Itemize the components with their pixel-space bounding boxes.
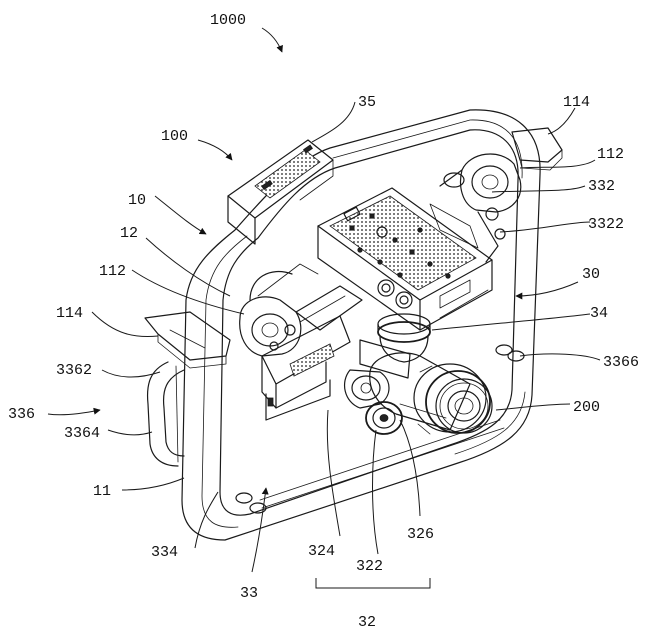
label-12: 12 (120, 225, 138, 242)
gimbal-top-plate (317, 187, 493, 331)
label-324: 324 (308, 543, 335, 560)
main-lens (413, 363, 493, 435)
label-35: 35 (358, 94, 376, 111)
label-100: 100 (161, 128, 188, 145)
label-3362: 3362 (56, 362, 92, 379)
label-3366: 3366 (603, 354, 639, 371)
label-34: 34 (590, 305, 608, 322)
label-200: 200 (573, 399, 600, 416)
label-332: 332 (588, 178, 615, 195)
right-damper (429, 153, 522, 263)
label-11: 11 (93, 483, 111, 500)
label-114-top: 114 (563, 94, 590, 111)
label-32: 32 (358, 614, 376, 631)
label-326: 326 (407, 526, 434, 543)
label-322: 322 (356, 558, 383, 575)
left-handle (146, 361, 185, 467)
gimbal-arm (343, 339, 411, 409)
label-336: 336 (8, 406, 35, 423)
mount-tab-right (511, 127, 563, 171)
label-3322: 3322 (588, 216, 624, 233)
left-damper (239, 263, 363, 357)
left-motor-block (261, 315, 351, 421)
mount-tab-left (144, 311, 231, 369)
gimbal-yaw-ring (377, 313, 431, 363)
label-334: 334 (151, 544, 178, 561)
label-112-top: 112 (597, 146, 624, 163)
top-housing (227, 139, 334, 245)
label-1000: 1000 (210, 12, 246, 29)
reference-labels: 1000 35 114 100 112 332 10 3322 12 30 11… (8, 12, 639, 631)
label-114-left: 114 (56, 305, 83, 322)
leader-lines (47, 27, 601, 589)
label-112-left: 112 (99, 263, 126, 280)
label-10: 10 (128, 192, 146, 209)
protective-frame (181, 109, 541, 541)
label-33: 33 (240, 585, 258, 602)
frame-bosses (235, 344, 525, 514)
label-30: 30 (582, 266, 600, 283)
label-3364: 3364 (64, 425, 100, 442)
